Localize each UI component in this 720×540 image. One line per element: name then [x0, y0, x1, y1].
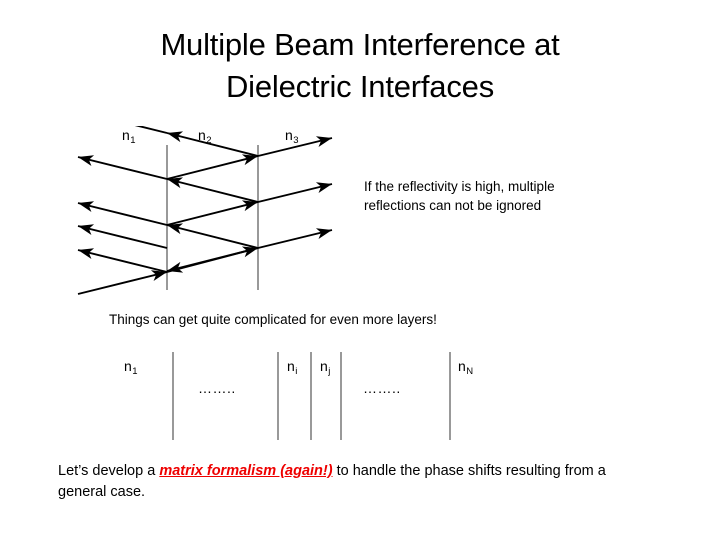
closing-text: Let’s develop a matrix formalism (again!…: [58, 461, 658, 503]
closing-text-accent: matrix formalism (again!): [159, 463, 333, 479]
multilayer-ellipsis-left: ……..: [198, 380, 236, 396]
reflected-ray-1: [77, 248, 168, 273]
reflected-ray-4: [134, 126, 168, 134]
reflectivity-note: If the reflectivity is high, multiple re…: [364, 177, 644, 215]
ray-diagram-label-n2-sub: 2: [206, 135, 212, 146]
reflected-ray-3: [77, 155, 168, 180]
page-title: Multiple Beam Interference at Dielectric…: [60, 24, 660, 107]
multilayer-label-ni-sub: i: [295, 366, 298, 377]
multilayer-label-n1-base: n: [124, 358, 132, 374]
ray-diagram-label-n2-base: n: [198, 127, 206, 143]
multilayer-label-nj: nj: [320, 358, 331, 377]
transmitted-ray-3: [257, 136, 333, 157]
ray-diagram-label-n2: n2: [198, 127, 212, 146]
reflectivity-note-line-1: If the reflectivity is high, multiple: [364, 179, 555, 194]
multilayer-label-nN: nN: [458, 358, 474, 377]
transmitted-ray-1: [257, 228, 333, 249]
internal-ray-2: [166, 223, 259, 249]
ray-diagram-label-n3-base: n: [285, 127, 293, 143]
internal-ray-1: [166, 246, 259, 273]
ray-diagram-svg: [77, 126, 333, 295]
reflected-ray-2: [77, 201, 168, 226]
layers-caption: Things can get quite complicated for eve…: [109, 312, 437, 327]
ray-diagram-label-n1-base: n: [122, 127, 130, 143]
multilayer-diagram-svg: [172, 352, 451, 440]
reflectivity-note-line-2: reflections can not be ignored: [364, 198, 542, 214]
multilayer-label-ni-base: n: [287, 358, 295, 374]
multiple-beam-ray-diagram: n1 n2 n3: [70, 126, 370, 301]
internal-ray-4: [166, 177, 259, 203]
internal-ray-6: [166, 131, 259, 157]
multilayer-ellipsis-right: ……..: [363, 380, 401, 396]
multilayer-label-ni: ni: [287, 358, 298, 377]
closing-text-before: Let’s develop a: [58, 463, 160, 479]
multilayer-interfaces: [172, 352, 451, 440]
ray-diagram-label-n1: n1: [122, 127, 136, 146]
incident-ray: [77, 270, 168, 295]
multilayer-label-nj-base: n: [320, 358, 328, 374]
title-line-2: Dielectric Interfaces: [225, 68, 494, 104]
internal-ray-3: [166, 200, 259, 226]
ray-diagram-label-n3-sub: 3: [293, 135, 299, 146]
closing-text-after: to handle the phase shifts resulting fro…: [58, 463, 606, 501]
multilayer-label-nN-base: n: [458, 358, 466, 374]
multilayer-stack-diagram: n1 ni nj nN …….. ……..: [110, 344, 510, 450]
ray-paths: [77, 126, 333, 295]
multilayer-label-n1-sub: 1: [132, 366, 138, 377]
transmitted-ray-2: [257, 182, 333, 203]
internal-ray-5: [166, 154, 259, 180]
multilayer-label-nN-sub: N: [466, 366, 474, 377]
ray-diagram-label-n1-sub: 1: [130, 135, 136, 146]
multilayer-label-n1: n1: [124, 358, 138, 377]
multilayer-label-nj-sub: j: [328, 366, 331, 377]
ray-diagram-label-n3: n3: [285, 127, 299, 146]
title-line-1: Multiple Beam Interference at: [160, 27, 560, 62]
